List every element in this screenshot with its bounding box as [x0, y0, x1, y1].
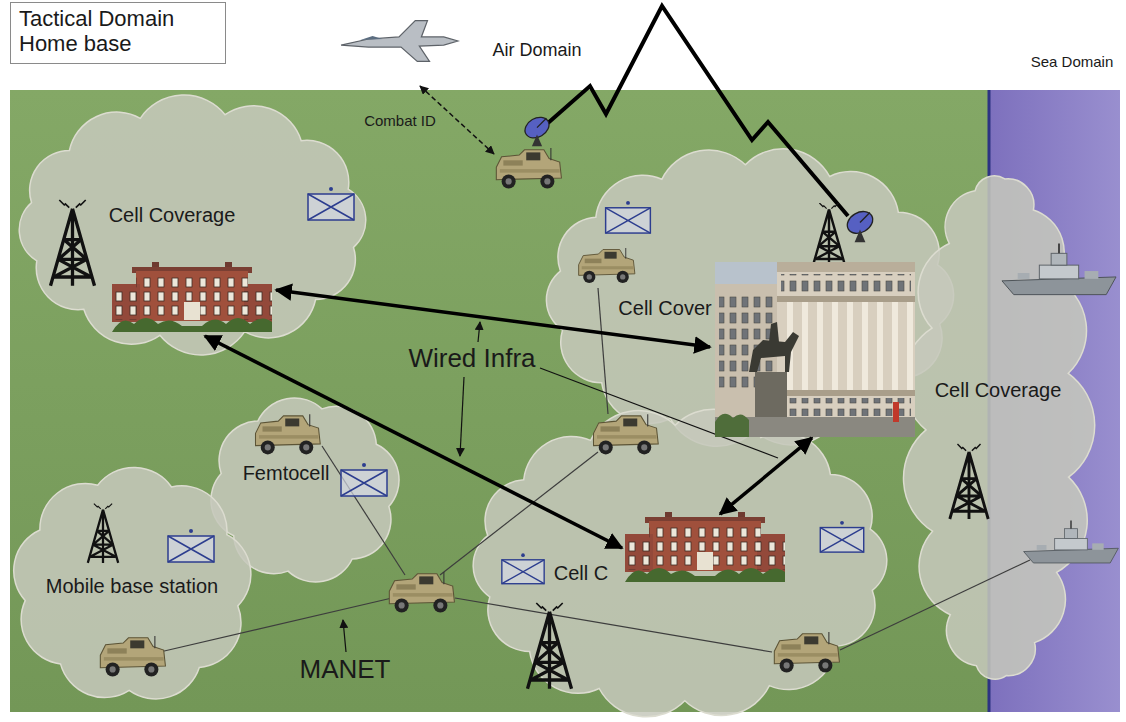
diagram-title: Tactical Domain Home base: [19, 6, 209, 57]
cell-coverage-cloud: Cell C: [462, 410, 898, 716]
cloud-shape: [546, 149, 953, 447]
cell-coverage-cloud: Cell Coverage: [10, 100, 375, 350]
node-text: Cell Cover: [618, 297, 711, 320]
femtocell-cloud: Femtocell: [210, 398, 400, 582]
label-anchor: Wired Infra: [408, 344, 535, 374]
domain-label: Air Domain: [492, 40, 581, 61]
humvee: [496, 148, 561, 188]
node-text: Cell C: [554, 562, 608, 585]
label-anchor: Air Domain: [492, 40, 581, 61]
mobile-base-station-cloud: Mobile base station: [12, 468, 252, 702]
cloud-outline: [210, 398, 400, 582]
network-label: MANET: [300, 655, 391, 685]
domain-label: Sea Domain: [1031, 53, 1114, 70]
label-anchor: MANET: [300, 655, 391, 685]
cloud-shape: [473, 409, 887, 717]
office-building: [715, 262, 915, 437]
leader-line: [478, 322, 480, 342]
cloud-outline: [918, 150, 1078, 705]
annotation-label: Wired Infra: [408, 344, 535, 374]
node-text: Mobile base station: [46, 575, 218, 598]
node-text: Cell Coverage: [935, 379, 1062, 402]
cloud-outline: [535, 150, 965, 445]
satellite-dish: [521, 113, 552, 146]
node-text: Femtocell: [243, 462, 330, 485]
cloud-outline: [462, 410, 898, 716]
humvee: [389, 572, 454, 612]
leader-line: [343, 620, 346, 652]
cloud-shape: [14, 467, 251, 698]
leader-line: [460, 377, 464, 456]
label-anchor: Combat ID: [364, 112, 436, 129]
label-anchor: Sea Domain: [1031, 53, 1114, 70]
cell-coverage-cloud: Cell Cover: [535, 150, 965, 445]
link-label: Combat ID: [364, 112, 436, 129]
title-box: Tactical Domain Home base: [10, 2, 226, 64]
cloud-shape: [903, 176, 1095, 679]
fighter-jet: [341, 21, 458, 62]
node-text: Cell Coverage: [109, 204, 236, 227]
cell-coverage-cloud: Cell Coverage: [918, 150, 1078, 705]
cloud-shape: [19, 95, 366, 355]
